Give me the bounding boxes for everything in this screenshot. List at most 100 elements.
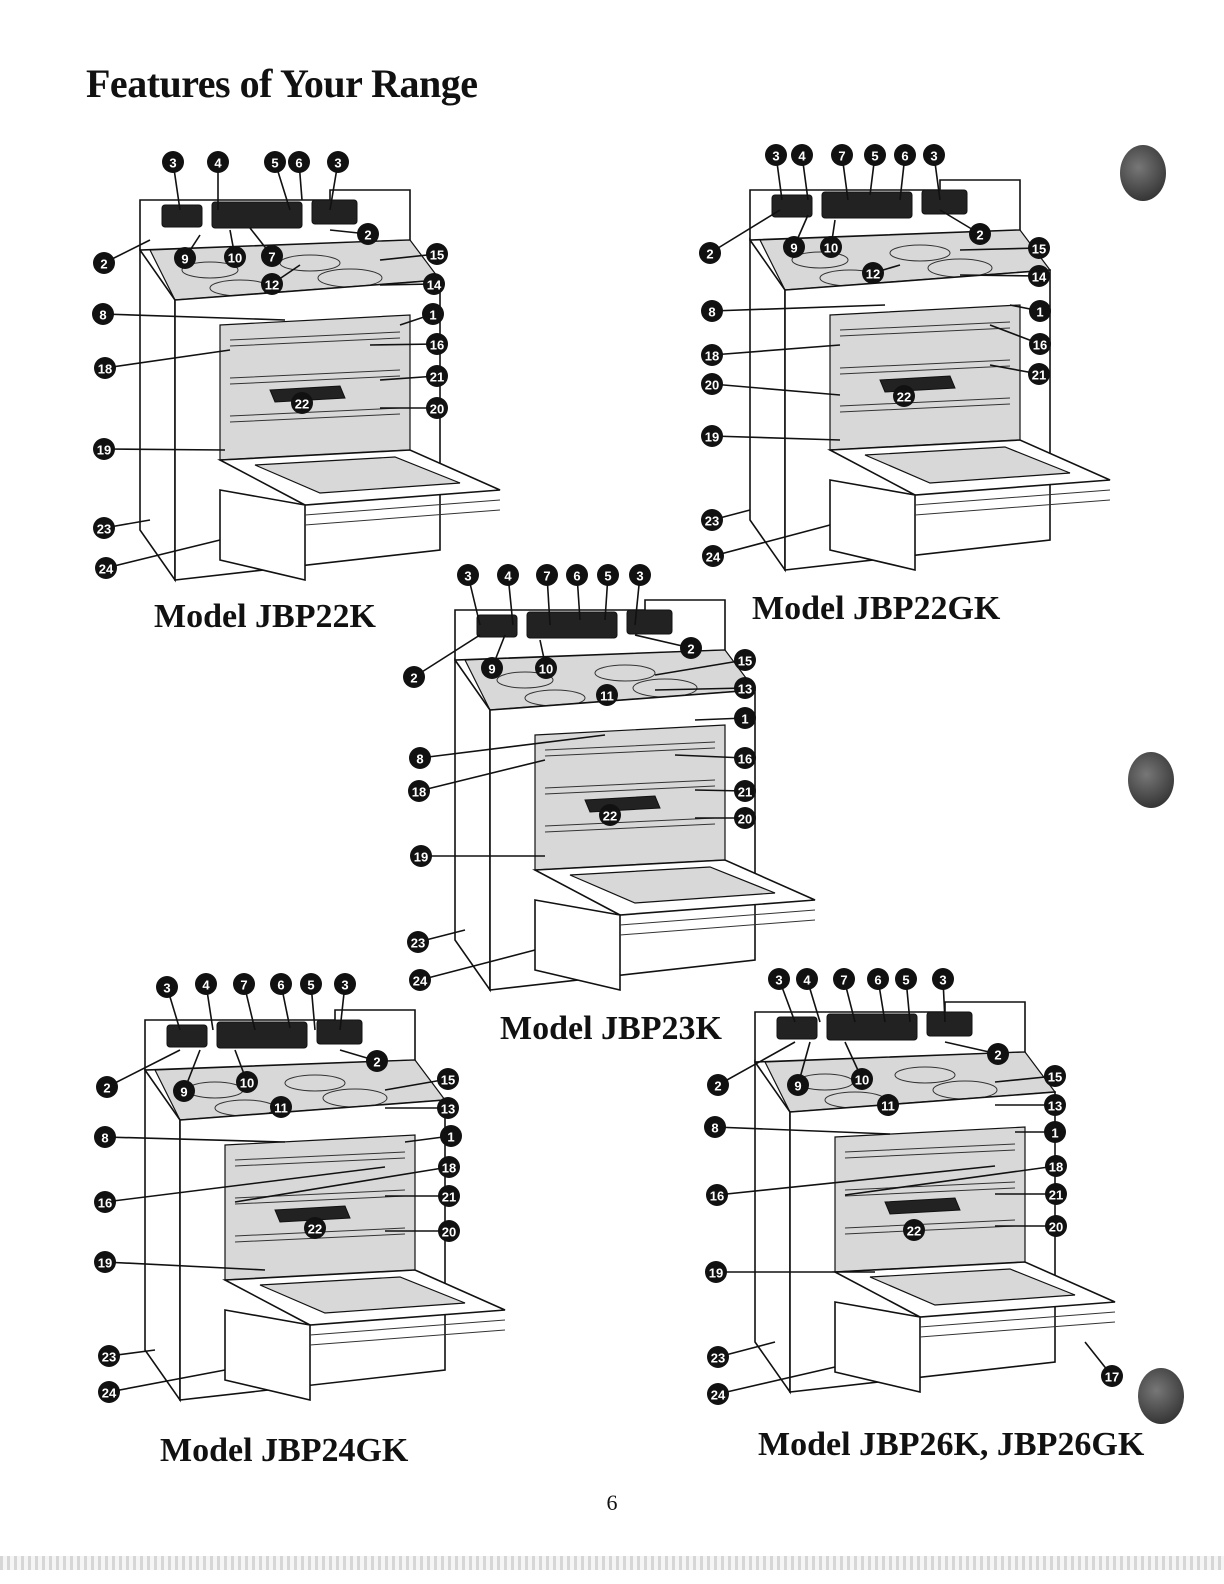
svg-text:2: 2 — [410, 671, 417, 686]
svg-text:4: 4 — [803, 973, 811, 988]
svg-text:6: 6 — [295, 156, 302, 171]
callout-1: 1 — [422, 303, 444, 325]
callout-9: 9 — [173, 1080, 195, 1102]
model-caption-jbp22gk: Model JBP22GK — [752, 590, 1001, 627]
callout-7: 7 — [261, 245, 283, 267]
callout-5: 5 — [864, 144, 886, 166]
svg-text:2: 2 — [103, 1081, 110, 1096]
svg-text:22: 22 — [603, 809, 617, 824]
callout-16: 16 — [734, 747, 756, 769]
binder-hole-bottom — [1138, 1368, 1184, 1424]
callout-7: 7 — [233, 973, 255, 995]
callout-9: 9 — [481, 657, 503, 679]
svg-text:9: 9 — [181, 252, 188, 267]
model-caption-jbp22k: Model JBP22K — [154, 598, 376, 635]
svg-text:1: 1 — [741, 712, 748, 727]
callout-19: 19 — [410, 845, 432, 867]
callout-2: 2 — [699, 242, 721, 264]
callout-2: 2 — [357, 223, 379, 245]
svg-text:16: 16 — [430, 338, 444, 353]
svg-text:23: 23 — [411, 936, 425, 951]
svg-text:17: 17 — [1105, 1370, 1119, 1385]
svg-text:24: 24 — [711, 1388, 726, 1403]
callout-10: 10 — [851, 1068, 873, 1090]
svg-text:6: 6 — [874, 973, 881, 988]
callout-15: 15 — [426, 243, 448, 265]
svg-text:8: 8 — [101, 1131, 108, 1146]
svg-text:18: 18 — [705, 349, 719, 364]
callout-2: 2 — [366, 1050, 388, 1072]
svg-text:16: 16 — [710, 1189, 724, 1204]
callout-24: 24 — [409, 969, 431, 991]
svg-text:16: 16 — [738, 752, 752, 767]
svg-text:10: 10 — [539, 662, 553, 677]
svg-text:20: 20 — [738, 812, 752, 827]
svg-text:21: 21 — [442, 1190, 456, 1205]
svg-text:3: 3 — [636, 569, 643, 584]
callout-3: 3 — [334, 973, 356, 995]
callout-18: 18 — [701, 344, 723, 366]
svg-text:2: 2 — [994, 1048, 1001, 1063]
svg-text:9: 9 — [794, 1079, 801, 1094]
callout-3: 3 — [765, 144, 787, 166]
callout-4: 4 — [195, 973, 217, 995]
callout-19: 19 — [705, 1261, 727, 1283]
callout-15: 15 — [734, 649, 756, 671]
svg-text:2: 2 — [364, 228, 371, 243]
svg-text:10: 10 — [240, 1076, 254, 1091]
svg-text:9: 9 — [180, 1085, 187, 1100]
svg-text:3: 3 — [775, 973, 782, 988]
callout-18: 18 — [94, 357, 116, 379]
callout-24: 24 — [95, 557, 117, 579]
svg-text:12: 12 — [265, 278, 279, 293]
svg-text:18: 18 — [442, 1161, 456, 1176]
svg-text:13: 13 — [1048, 1099, 1062, 1114]
svg-text:20: 20 — [1049, 1220, 1063, 1235]
svg-text:15: 15 — [441, 1073, 455, 1088]
svg-text:9: 9 — [488, 662, 495, 677]
callout-5: 5 — [264, 151, 286, 173]
callout-10: 10 — [236, 1071, 258, 1093]
callout-23: 23 — [707, 1346, 729, 1368]
callout-20: 20 — [426, 397, 448, 419]
callout-14: 14 — [1028, 265, 1050, 287]
svg-text:19: 19 — [709, 1266, 723, 1281]
svg-text:22: 22 — [295, 397, 309, 412]
callout-5: 5 — [597, 564, 619, 586]
callout-11: 11 — [270, 1096, 292, 1118]
callout-16: 16 — [426, 333, 448, 355]
svg-text:7: 7 — [240, 978, 247, 993]
callout-9: 9 — [787, 1074, 809, 1096]
svg-text:10: 10 — [228, 251, 242, 266]
callout-2: 2 — [680, 637, 702, 659]
callout-8: 8 — [409, 747, 431, 769]
svg-text:2: 2 — [976, 228, 983, 243]
svg-text:21: 21 — [738, 785, 752, 800]
callout-2: 2 — [96, 1076, 118, 1098]
callout-3: 3 — [156, 976, 178, 998]
callout-15: 15 — [1044, 1065, 1066, 1087]
callout-11: 11 — [596, 684, 618, 706]
svg-text:5: 5 — [307, 978, 314, 993]
svg-text:3: 3 — [163, 981, 170, 996]
callout-24: 24 — [702, 545, 724, 567]
callout-6: 6 — [566, 564, 588, 586]
svg-text:2: 2 — [706, 247, 713, 262]
callout-18: 18 — [1045, 1155, 1067, 1177]
callout-19: 19 — [94, 1251, 116, 1273]
svg-text:16: 16 — [1033, 338, 1047, 353]
callout-13: 13 — [1044, 1094, 1066, 1116]
svg-text:15: 15 — [1032, 242, 1046, 257]
svg-text:22: 22 — [308, 1222, 322, 1237]
callout-16: 16 — [1029, 333, 1051, 355]
callout-7: 7 — [831, 144, 853, 166]
callout-23: 23 — [701, 509, 723, 531]
callout-21: 21 — [438, 1185, 460, 1207]
svg-text:16: 16 — [98, 1196, 112, 1211]
callout-4: 4 — [207, 151, 229, 173]
